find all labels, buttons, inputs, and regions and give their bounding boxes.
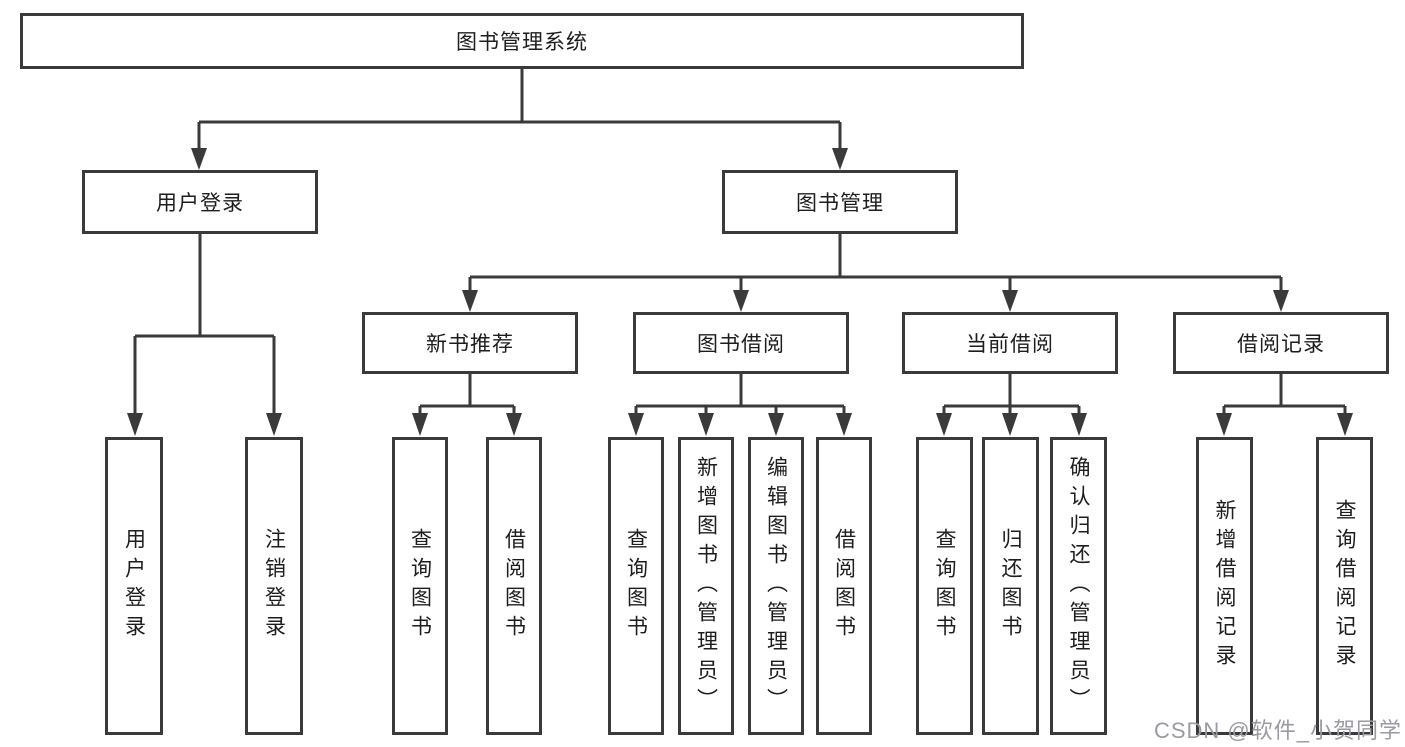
arrowheads [127, 148, 1353, 436]
node-label: 新增图书（管理员） [694, 455, 718, 717]
node-borrow-records: 借阅记录 [1173, 312, 1389, 374]
node-label: 查询图书 [933, 528, 956, 644]
node-label: 用户登录 [122, 528, 146, 644]
leaf-cb-query-book: 查询图书 [916, 437, 973, 735]
node-label: 借阅图书 [832, 528, 856, 644]
node-label: 归还图书 [999, 528, 1022, 644]
node-label: 新书推荐 [426, 333, 514, 356]
node-label: 借阅记录 [1237, 333, 1325, 356]
node-label: 图书借阅 [697, 333, 785, 356]
node-root: 图书管理系统 [20, 13, 1024, 69]
node-label: 用户登录 [156, 192, 244, 215]
leaf-cb-confirm-return-admin: 确认归还（管理员） [1050, 437, 1107, 735]
node-label: 查询图书 [624, 528, 648, 644]
node-label: 新增借阅记录 [1213, 499, 1236, 673]
node-label: 图书管理系统 [456, 31, 588, 54]
node-label: 确认归还（管理员） [1067, 455, 1090, 717]
node-label: 当前借阅 [966, 333, 1054, 356]
node-book-borrow: 图书借阅 [633, 312, 849, 374]
leaf-br-query-record: 查询借阅记录 [1316, 437, 1373, 735]
leaf-br-add-record: 新增借阅记录 [1196, 437, 1253, 735]
node-current-borrow: 当前借阅 [902, 312, 1118, 374]
node-label: 借阅图书 [502, 528, 526, 644]
node-user-login: 用户登录 [82, 170, 318, 234]
leaf-user-login: 用户登录 [105, 437, 163, 735]
leaf-bb-edit-book-admin: 编辑图书（管理员） [748, 437, 804, 735]
watermark: CSDN @软件_小贺同学 [1153, 718, 1402, 743]
leaf-bb-add-book-admin: 新增图书（管理员） [678, 437, 734, 735]
node-book-management: 图书管理 [722, 170, 958, 234]
node-new-book-recommend: 新书推荐 [362, 312, 578, 374]
leaf-rec-query-book: 查询图书 [392, 437, 448, 735]
node-label: 查询图书 [408, 528, 432, 644]
leaf-cb-return-book: 归还图书 [982, 437, 1039, 735]
node-label: 编辑图书（管理员） [764, 455, 788, 717]
node-label: 查询借阅记录 [1333, 499, 1356, 673]
node-label: 注销登录 [262, 528, 286, 644]
leaf-logout: 注销登录 [245, 437, 303, 735]
node-label: 图书管理 [796, 192, 884, 215]
leaf-bb-borrow-book: 借阅图书 [816, 437, 872, 735]
leaf-rec-borrow-book: 借阅图书 [486, 437, 542, 735]
leaf-bb-query-book: 查询图书 [608, 437, 664, 735]
